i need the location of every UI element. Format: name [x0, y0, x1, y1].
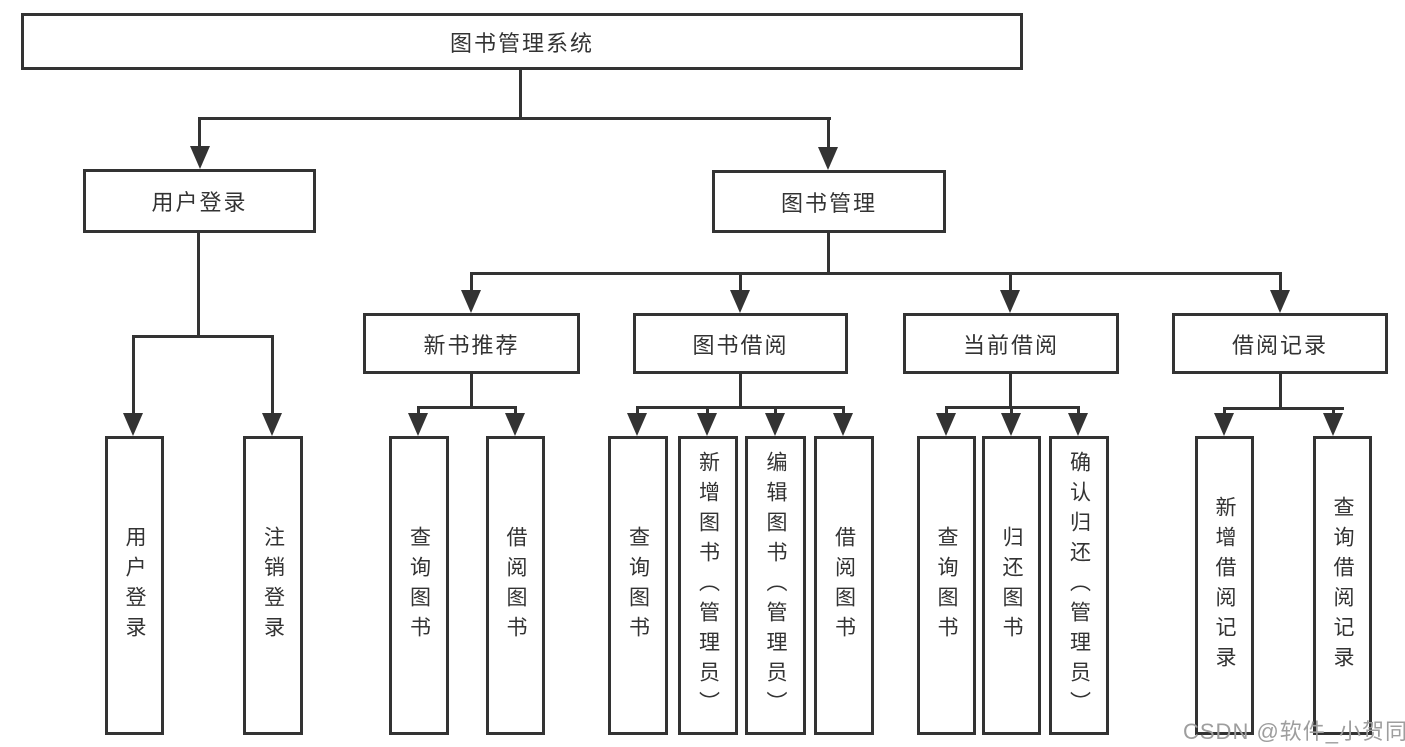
arrow-down	[1214, 413, 1234, 436]
arrow-down	[123, 413, 143, 436]
leaf-bb-add-books: 新增图书（管理员）	[678, 436, 738, 735]
connector-line	[514, 406, 517, 416]
node-book-mgmt: 图书管理	[712, 170, 946, 233]
connector-line	[1009, 272, 1012, 292]
leaf-br-add-record-label: 新增借阅记录	[1213, 495, 1236, 676]
leaf-bb-borrow-books-label: 借阅图书	[832, 525, 856, 646]
node-new-book-rec-label: 新书推荐	[423, 332, 520, 358]
connector-line	[417, 406, 517, 409]
arrow-down	[936, 413, 956, 436]
node-borrow-records-label: 借阅记录	[1231, 332, 1328, 358]
connector-line	[1010, 406, 1013, 416]
arrow-down	[1000, 290, 1020, 313]
connector-line	[636, 406, 639, 416]
connector-line	[739, 373, 742, 409]
connector-line	[197, 232, 200, 338]
connector-line	[1332, 407, 1335, 416]
leaf-logout-label: 注销登录	[261, 525, 285, 646]
leaf-cb-return-books: 归还图书	[982, 436, 1041, 735]
leaf-user-login: 用户登录	[105, 436, 164, 735]
node-current-borrow-label: 当前借阅	[962, 332, 1059, 358]
arrow-down	[697, 413, 717, 436]
node-user-login: 用户登录	[83, 169, 316, 233]
leaf-cb-query-books: 查询图书	[917, 436, 976, 735]
connector-line	[739, 272, 742, 292]
connector-line	[1009, 373, 1012, 409]
leaf-nbr-query-books-label: 查询图书	[407, 525, 431, 646]
leaf-nbr-query-books: 查询图书	[389, 436, 449, 735]
leaf-cb-confirm-return: 确认归还（管理员）	[1049, 436, 1109, 735]
connector-line	[470, 272, 1282, 275]
arrow-down	[1270, 290, 1290, 313]
leaf-bb-add-books-label: 新增图书（管理员）	[696, 450, 720, 721]
leaf-nbr-borrow-books: 借阅图书	[486, 436, 545, 735]
leaf-logout: 注销登录	[243, 436, 303, 735]
connector-line	[417, 406, 420, 416]
arrow-down	[408, 413, 428, 436]
leaf-nbr-borrow-books-label: 借阅图书	[504, 525, 527, 646]
node-book-borrow-label: 图书借阅	[692, 332, 789, 358]
connector-line	[271, 335, 274, 415]
leaf-bb-query-books-label: 查询图书	[626, 525, 650, 646]
leaf-cb-query-books-label: 查询图书	[935, 525, 958, 646]
connector-line	[827, 117, 830, 149]
connector-line	[827, 232, 830, 275]
connector-line	[706, 406, 709, 416]
leaf-bb-edit-books-label: 编辑图书（管理员）	[764, 450, 787, 721]
node-borrow-records: 借阅记录	[1172, 313, 1388, 374]
connector-line	[1279, 373, 1282, 410]
connector-line	[198, 117, 831, 120]
connector-line	[198, 117, 201, 149]
arrow-down	[730, 290, 750, 313]
arrow-down	[1001, 413, 1021, 436]
connector-line	[1279, 272, 1282, 292]
arrow-down	[190, 146, 210, 169]
leaf-br-add-record: 新增借阅记录	[1195, 436, 1254, 735]
leaf-cb-confirm-return-label: 确认归还（管理员）	[1067, 450, 1091, 721]
connector-line	[774, 406, 777, 416]
node-current-borrow: 当前借阅	[903, 313, 1119, 374]
connector-line	[470, 272, 473, 292]
connector-line	[132, 335, 135, 415]
leaf-bb-borrow-books: 借阅图书	[814, 436, 874, 735]
leaf-bb-edit-books: 编辑图书（管理员）	[745, 436, 806, 735]
node-root-label: 图书管理系统	[449, 30, 594, 56]
arrow-down	[1068, 413, 1088, 436]
arrow-down	[627, 413, 647, 436]
connector-line	[519, 69, 522, 117]
arrow-down	[262, 413, 282, 436]
connector-line	[636, 406, 845, 409]
leaf-br-query-record: 查询借阅记录	[1313, 436, 1372, 735]
node-user-login-label: 用户登录	[151, 190, 248, 215]
connector-line	[842, 406, 845, 416]
arrow-down	[1323, 413, 1343, 436]
connector-line	[470, 373, 473, 409]
node-root: 图书管理系统	[21, 13, 1023, 70]
arrow-down	[505, 413, 525, 436]
arrow-down	[833, 413, 853, 436]
arrow-down	[818, 147, 838, 170]
csdn-watermark: CSDN @软件_小贺同学	[1183, 719, 1405, 744]
arrow-down	[765, 413, 785, 436]
node-new-book-rec: 新书推荐	[363, 313, 580, 374]
connector-line	[132, 335, 274, 338]
leaf-br-query-record-label: 查询借阅记录	[1331, 495, 1354, 676]
leaf-bb-query-books: 查询图书	[608, 436, 668, 735]
arrow-down	[461, 290, 481, 313]
node-book-borrow: 图书借阅	[633, 313, 848, 374]
connector-line	[1077, 406, 1080, 416]
leaf-user-login-label: 用户登录	[123, 525, 146, 646]
connector-line	[1223, 407, 1344, 410]
node-book-mgmt-label: 图书管理	[780, 190, 877, 216]
connector-line	[1223, 407, 1226, 416]
leaf-cb-return-books-label: 归还图书	[1000, 525, 1023, 646]
connector-line	[945, 406, 948, 416]
